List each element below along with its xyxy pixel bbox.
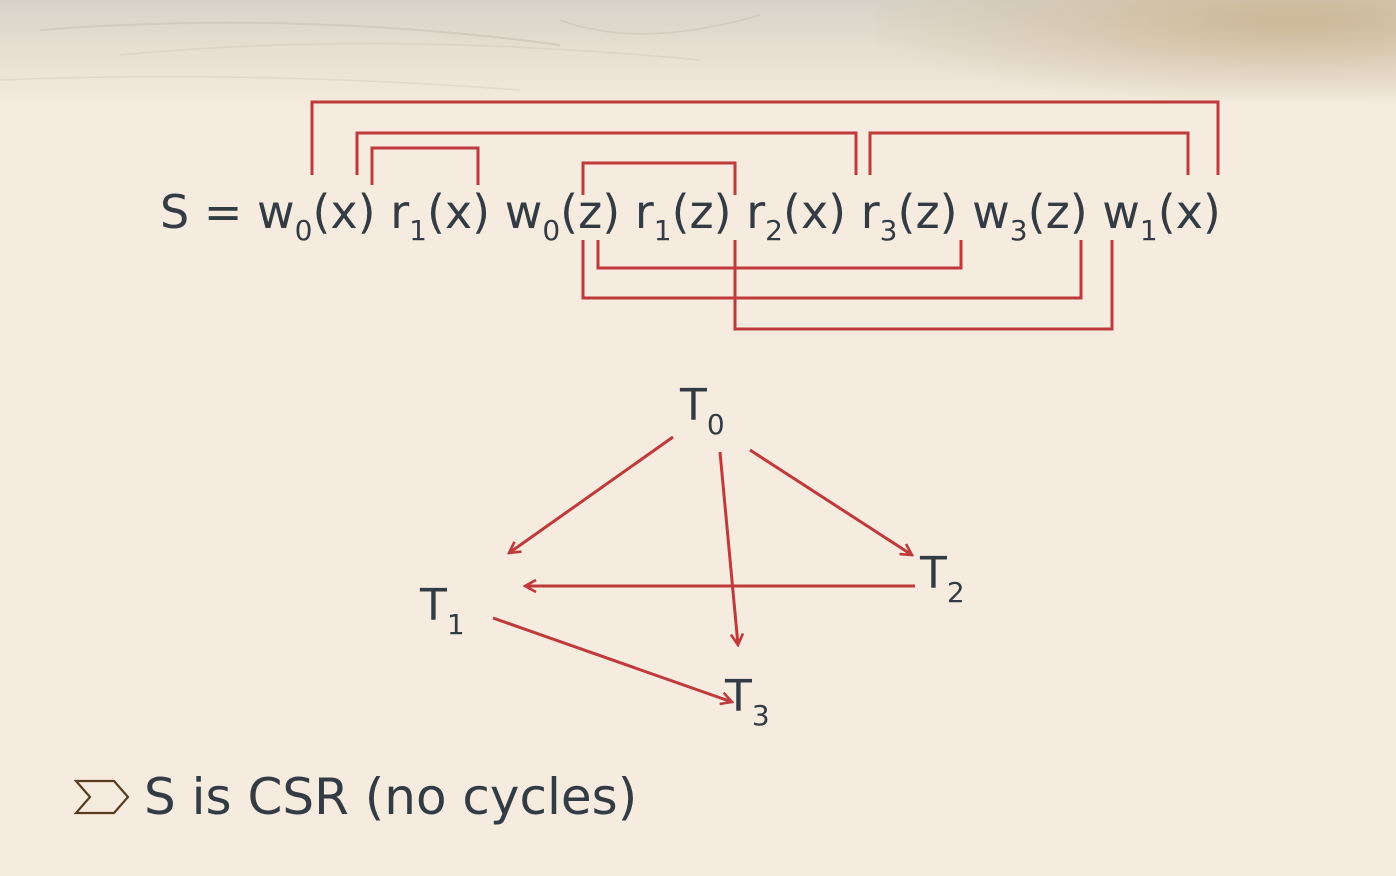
edge-t0-t2 — [749, 448, 912, 555]
schedule-op-4-item: (x) — [783, 185, 861, 239]
edge-t1-t3 — [492, 616, 732, 702]
edge-t0-t3 — [718, 451, 738, 645]
conflict-bracket-w0z-r3z — [596, 240, 963, 270]
schedule-op-6-item: (z) — [1028, 185, 1103, 239]
schedule-op-1-tx: 1 — [409, 214, 427, 247]
schedule-op-7-type: w — [1102, 185, 1140, 239]
conclusion-text: S is CSR (no cycles) — [144, 768, 638, 826]
schedule-op-5-tx: 3 — [880, 214, 898, 247]
schedule-op-2-tx: 0 — [542, 214, 560, 247]
schedule-op-1-item: (x) — [427, 185, 505, 239]
schedule-op-3-item: (z) — [672, 185, 747, 239]
precedence-edges — [492, 435, 915, 702]
schedule-op-5-type: r — [861, 185, 880, 239]
schedule-op-0-tx: 0 — [295, 214, 313, 247]
schedule-op-7-item: (x) — [1158, 185, 1221, 239]
schedule-op-1-type: r — [390, 185, 409, 239]
conflict-bracket-r1z-w3z — [733, 240, 1114, 331]
schedule-op-0-item: (x) — [312, 185, 390, 239]
schedule-op-5-item: (z) — [898, 185, 973, 239]
schedule-op-4-type: r — [746, 185, 765, 239]
conflict-bracket-w0z-w3z — [581, 240, 1083, 300]
header-texture — [0, 14, 761, 91]
schedule-op-6-tx: 3 — [1010, 214, 1028, 247]
conflict-bracket-w0x-r2x — [355, 131, 858, 175]
schedule-op-7-tx: 1 — [1140, 214, 1158, 247]
conflict-bracket-w0x-w1x — [310, 100, 1220, 175]
schedule-op-2-type: w — [505, 185, 543, 239]
schedule-op-4-tx: 2 — [765, 214, 783, 247]
conflict-brackets — [310, 100, 1220, 331]
node-t3: T3 — [724, 671, 770, 732]
node-t2: T2 — [919, 548, 965, 609]
schedule-op-3-tx: 1 — [654, 214, 672, 247]
chevron-arrow-icon — [74, 779, 130, 815]
schedule-prefix: S = — [160, 185, 257, 239]
conflict-bracket-r2x-w1x — [868, 131, 1190, 175]
header-decoration — [876, 0, 1396, 100]
conclusion-bullet: S is CSR (no cycles) — [74, 762, 637, 832]
schedule-text: S = w0(x) r1(x) w0(z) r1(z) r2(x) r3(z) … — [160, 185, 1221, 247]
schedule-op-2-item: (z) — [560, 185, 635, 239]
node-t0: T0 — [679, 380, 725, 441]
schedule-op-3-type: r — [635, 185, 654, 239]
edge-t0-t1 — [509, 435, 674, 553]
schedule-op-6-type: w — [972, 185, 1010, 239]
conflict-bracket-w0z-r1z-top — [581, 161, 737, 195]
conflict-bracket-w0x-r1x — [370, 146, 480, 185]
schedule-op-0-type: w — [257, 185, 295, 239]
node-t1: T1 — [419, 580, 465, 641]
